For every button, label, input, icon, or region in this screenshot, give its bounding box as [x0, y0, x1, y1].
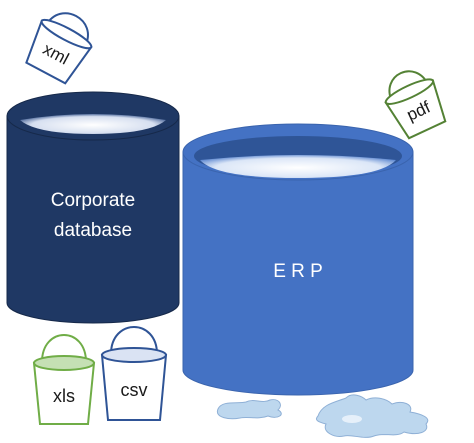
- xls-bucket: xls: [32, 334, 96, 425]
- water-spill: [216, 394, 429, 438]
- csv-bucket-label: csv: [121, 380, 148, 400]
- csv-bucket: csv: [100, 326, 168, 421]
- corporate-database-label-line1: Corporate: [51, 190, 136, 211]
- pdf-bucket: pdf: [384, 70, 447, 140]
- erp-cylinder: E R P: [182, 123, 414, 396]
- xml-bucket: xml: [25, 12, 93, 85]
- erp-label: E R P: [273, 261, 323, 282]
- corporate-database-label-line2: database: [54, 220, 132, 241]
- xls-bucket-label: xls: [53, 386, 75, 406]
- corporate-database-cylinder: Corporate database: [6, 91, 180, 324]
